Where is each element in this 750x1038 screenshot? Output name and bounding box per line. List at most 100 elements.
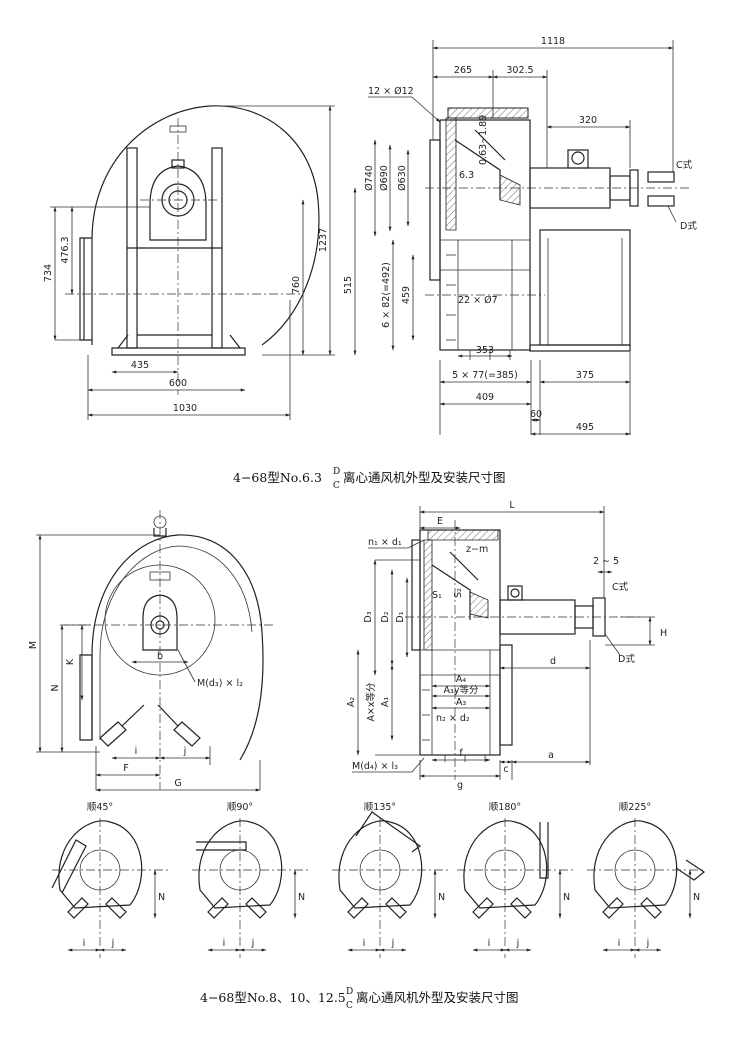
mini-dim-i: i (363, 938, 366, 949)
dim-F: F (123, 763, 128, 774)
foot-left (99, 721, 127, 747)
dim-A1: A₁ (380, 697, 391, 707)
label-z-m: z−m (466, 544, 488, 555)
orientation-label: 顺90° (227, 802, 253, 813)
mini-dim-N: N (693, 892, 700, 903)
foot-right (173, 721, 201, 747)
mini-casing (58, 820, 143, 909)
top-caption-sub: C (333, 481, 340, 491)
dim-E: E (437, 516, 443, 527)
orientation-label: 顺135° (364, 802, 396, 813)
dim-1030: 1030 (173, 403, 197, 414)
dim-515: 515 (343, 276, 354, 294)
mini-dim-i: i (83, 938, 86, 949)
bottom-front-view (36, 510, 275, 790)
dim-189: 0.63∼1.89 (478, 115, 489, 165)
label-n1-d1: n₁ × d₁ (368, 537, 402, 548)
dim-320: 320 (579, 115, 597, 126)
dim-D2: D₂ (380, 611, 391, 622)
label-n2-d2: n₂ × d₂ (436, 713, 470, 724)
dim-K: K (65, 658, 76, 665)
dim-Ax: A×x等分 (365, 682, 377, 722)
mini-foot-right (640, 897, 662, 919)
top-caption-tail: 离心通风机外型及安装尺寸图 (343, 470, 506, 485)
mini-dim-j: j (646, 938, 650, 949)
mini-outlet (196, 841, 247, 851)
bottom-caption: 4−68型No.8、10、12.5 D C 离心通风机外型及安装尺寸图 (200, 987, 519, 1011)
dim-N: N (50, 684, 61, 691)
dim-459: 459 (401, 286, 412, 304)
bottom-caption-sup: D (346, 987, 353, 997)
outlet-flange (79, 237, 92, 341)
dim-6x82: 6 × 82(=492) (381, 262, 392, 328)
mini-dim-i: i (223, 938, 226, 949)
bottom-caption-tail: 离心通风机外型及安装尺寸图 (356, 990, 519, 1005)
mini-dim-i: i (618, 938, 621, 949)
dim-375: 375 (576, 370, 594, 381)
top-side-dimensions: 1118 265 302.5 12 × Ø12 0.63∼1.89 320 Ø7… (343, 36, 697, 436)
mini-foot-left (347, 897, 369, 919)
dim-265: 265 (454, 65, 472, 76)
dim-D3: D₃ (363, 611, 374, 622)
mini-casing (198, 820, 283, 909)
volute-casing-2 (91, 534, 264, 761)
dim-740: Ø740 (364, 165, 375, 191)
label-S2: S₂ (453, 588, 464, 598)
mini-foot-left (602, 897, 624, 919)
dim-353: 353 (476, 345, 494, 356)
inlet-flange-2 (411, 539, 421, 651)
bearing-housing (149, 165, 207, 241)
bottom-caption-main: 4−68型No.8、10、12.5 (200, 990, 346, 1005)
dim-1237: 1237 (318, 228, 329, 252)
orientation-label: 顺45° (87, 802, 113, 813)
mini-foot-right (385, 897, 407, 919)
dim-c: c (503, 764, 508, 775)
mini-foot-left (207, 897, 229, 919)
dim-600: 600 (169, 378, 187, 389)
dim-A2: A₂ (346, 697, 357, 707)
mini-foot-right (105, 897, 127, 919)
label-c-type-2: C式 (612, 581, 629, 593)
label-c-type: C式 (676, 159, 693, 171)
volute-casing (91, 105, 320, 346)
top-side-view (425, 40, 690, 435)
dim-b: b (157, 651, 163, 662)
dim-L: L (509, 500, 515, 511)
bottom-caption-sub: C (346, 1001, 353, 1011)
dim-60: 60 (530, 409, 542, 420)
coupling-d (647, 195, 675, 207)
coupling-c (647, 171, 675, 183)
inlet-flange (429, 139, 441, 281)
dim-d: d (550, 656, 556, 667)
dim-1118: 1118 (541, 36, 565, 47)
mini-foot-right (245, 897, 267, 919)
mini-outlet (675, 859, 706, 881)
dim-j: j (183, 746, 187, 757)
dim-2-5: 2 ∼ 5 (593, 556, 619, 567)
casing-side (439, 119, 531, 351)
dim-A3y: A₃y等分 (444, 684, 479, 696)
dim-734: 734 (43, 264, 54, 282)
mini-foot-left (472, 897, 494, 919)
dim-435: 435 (131, 360, 149, 371)
dim-a: a (548, 750, 554, 761)
label-M-d4: M(d₄) × l₃ (352, 761, 398, 772)
mini-outlet (51, 839, 87, 894)
mini-dim-i: i (488, 938, 491, 949)
mini-dim-N: N (158, 892, 165, 903)
dim-6-3: 6.3 (459, 170, 474, 181)
bottom-front-dimensions: M N K b M(d₃) × l₂ i j F G (28, 534, 261, 792)
dim-476: 476.3 (60, 236, 71, 263)
mini-foot-left (67, 897, 89, 919)
dim-f: f (459, 748, 463, 759)
mini-casing (463, 820, 548, 909)
dim-H: H (660, 628, 667, 639)
top-caption-main: 4−68型No.6.3 (233, 470, 322, 485)
dim-i: i (135, 746, 138, 757)
bottom-side-dimensions: L E n₁ × d₁ z−m S₁ S₂ D₃ D₂ D₁ A₂ A×x等分 … (346, 500, 667, 791)
